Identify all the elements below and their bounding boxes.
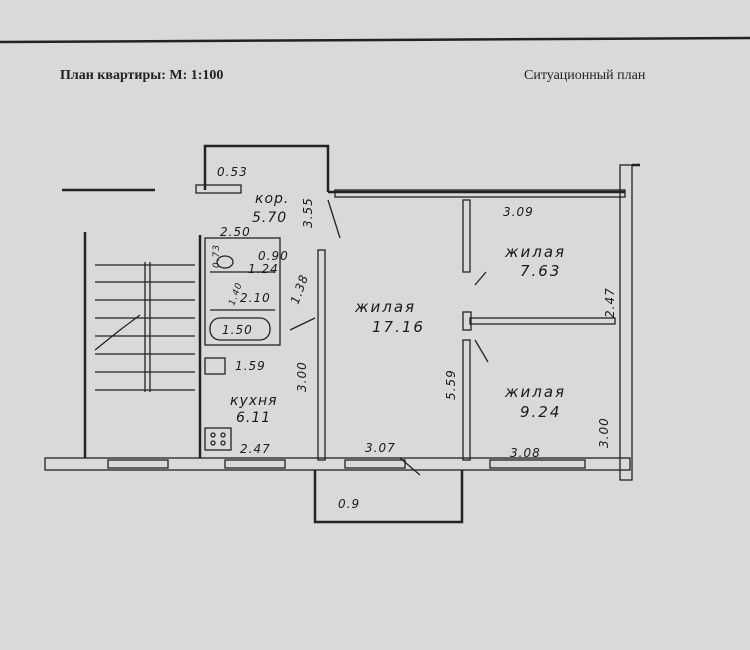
large-room-area: 17.16 bbox=[372, 318, 425, 336]
dim-bath-length: 1.38 bbox=[288, 272, 312, 306]
dim-kitchen-width-top: 1.59 bbox=[235, 359, 266, 373]
walls bbox=[44, 144, 640, 524]
dim-wc-area: 1.24 bbox=[248, 262, 279, 276]
toilet-icon bbox=[216, 255, 234, 269]
plan-title: План квартиры: М: 1:100 bbox=[60, 68, 224, 83]
corridor-area: 5.70 bbox=[252, 210, 287, 226]
top-right-room-area: 7.63 bbox=[520, 262, 561, 280]
sink-icon bbox=[204, 357, 226, 375]
top-border-line bbox=[0, 36, 750, 44]
dim-bottom-right-width: 3.08 bbox=[510, 446, 541, 460]
dim-kitchen-length: 3.00 bbox=[295, 361, 309, 392]
stove-icon bbox=[204, 427, 232, 451]
kitchen-area: 6.11 bbox=[236, 410, 271, 426]
dim-bathtub: 1.50 bbox=[222, 323, 253, 337]
dim-kitchen-width: 2.47 bbox=[240, 442, 271, 456]
dim-wc-width: 0.90 bbox=[258, 249, 289, 263]
top-right-room-name: жилая bbox=[504, 243, 566, 261]
dim-top-right-width: 3.09 bbox=[503, 205, 534, 219]
dim-bottom-right-length: 3.00 bbox=[597, 417, 611, 448]
dim-large-room-width: 3.07 bbox=[365, 441, 396, 455]
dim-wc-small: 0.73 bbox=[212, 244, 222, 268]
bathtub-icon bbox=[209, 317, 271, 341]
situation-plan-title: Ситуационный план bbox=[524, 68, 646, 83]
bottom-right-room-name: жилая bbox=[504, 383, 566, 401]
dim-balcony: 0.9 bbox=[338, 497, 360, 511]
dim-top-right-length: 2.47 bbox=[603, 287, 617, 318]
dim-bath-area: 2.10 bbox=[240, 291, 271, 305]
staircase bbox=[94, 262, 195, 392]
large-room-name: жилая bbox=[354, 298, 416, 316]
dim-closet: 0.53 bbox=[217, 165, 248, 179]
dim-corridor-length: 3.55 bbox=[301, 197, 315, 228]
dim-corridor-width: 2.50 bbox=[220, 225, 251, 239]
dim-large-room-length: 5.59 bbox=[444, 369, 458, 400]
fixtures bbox=[204, 255, 271, 451]
kitchen-name: кухня bbox=[230, 393, 278, 409]
bottom-right-room-area: 9.24 bbox=[520, 403, 561, 421]
corridor-name: кор. bbox=[255, 191, 289, 207]
